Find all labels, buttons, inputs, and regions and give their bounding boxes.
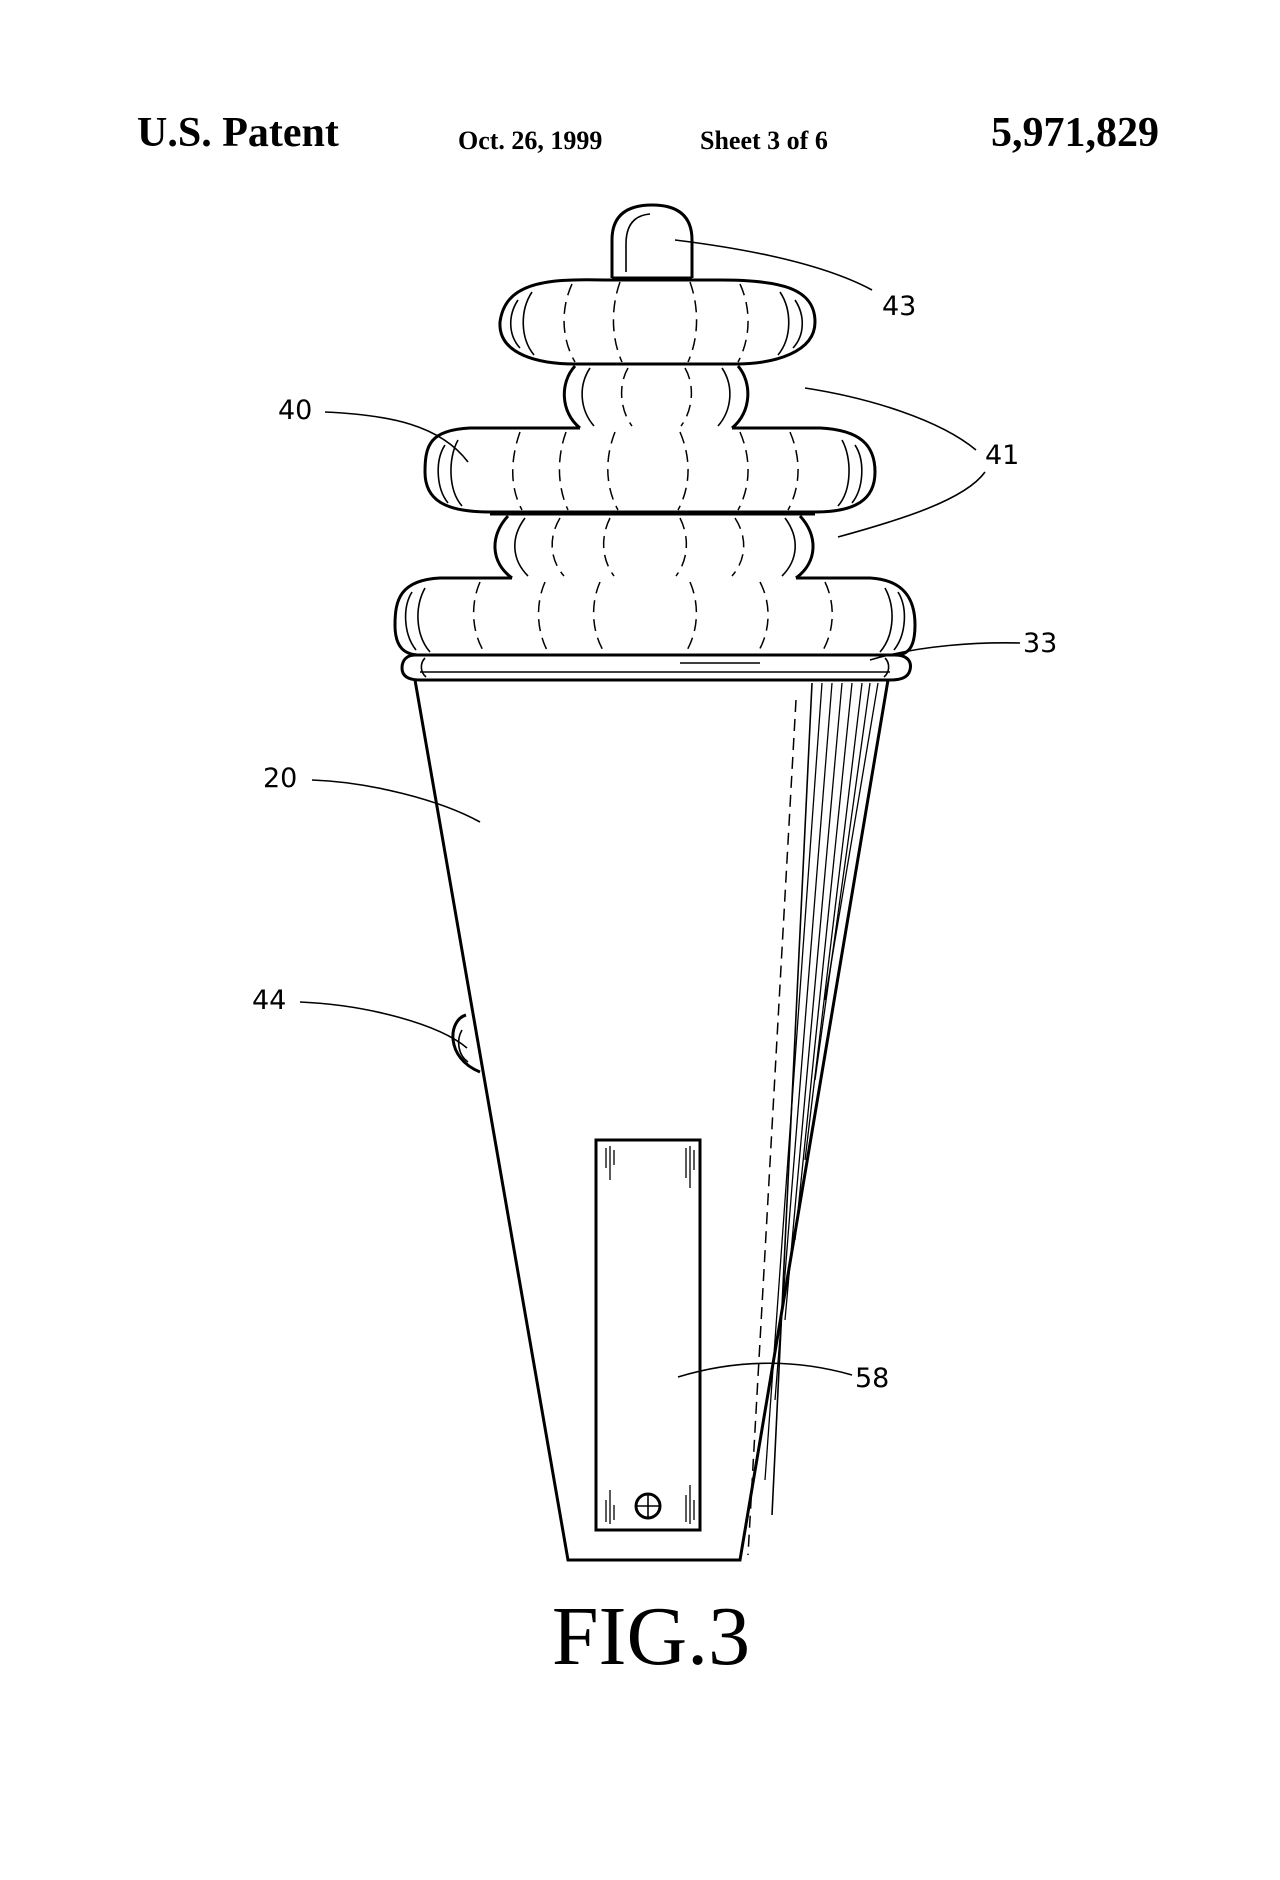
leader-58 [677,1362,853,1378]
leader-44 [299,1001,468,1049]
bottom-ring [393,576,917,657]
ref-33: 33 [1023,628,1058,659]
conical-body [413,679,890,1562]
leader-33 [869,642,1021,661]
side-button [451,1013,481,1074]
ref-40: 40 [278,395,313,426]
middle-ring [423,426,877,516]
upper-ring [498,278,817,366]
ref-44: 44 [252,985,287,1016]
lower-neck [493,514,815,580]
ref-58: 58 [855,1363,890,1394]
ref-43: 43 [882,291,917,322]
header-sheet-number: Sheet 3 of 6 [700,126,828,155]
ref-20: 20 [263,763,298,794]
leader-43 [674,239,873,291]
leader-41b [837,471,986,538]
leader-lines [299,239,1021,1378]
leader-40 [324,411,469,463]
leader-20 [311,779,481,823]
leader-41a [804,387,977,451]
figure-label: FIG.3 [551,1590,751,1683]
collar [400,653,912,682]
header-title: U.S. Patent [137,110,339,156]
top-cap [610,203,694,280]
header-date: Oct. 26, 1999 [458,126,603,155]
header-patent-number: 5,971,829 [991,110,1159,156]
battery-door [594,1138,702,1532]
ref-41: 41 [985,440,1020,471]
upper-neck [562,364,750,430]
